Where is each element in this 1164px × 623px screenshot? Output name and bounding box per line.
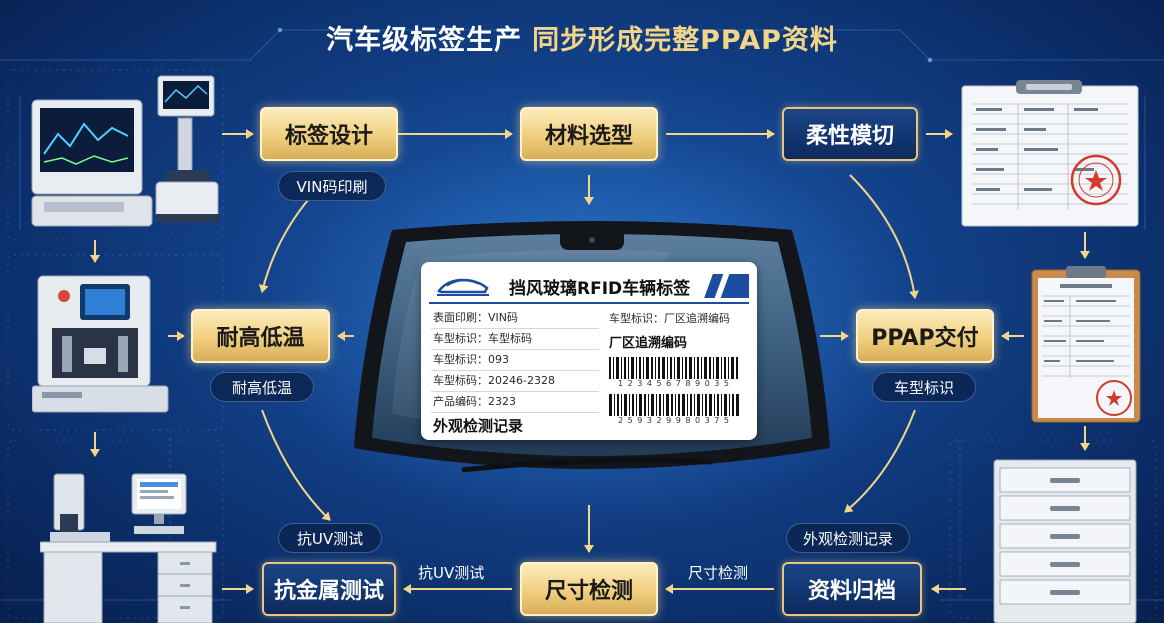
arrow-heat-to-antimetal: [261, 409, 331, 521]
filing-cabinet-icon: [993, 459, 1137, 623]
rfid-field-row: 产品编码：2323: [431, 392, 599, 413]
barcode-2-icon: [609, 394, 739, 416]
rfid-field-row: 车型标码：20246-2328: [431, 371, 599, 392]
sub-vehicle-id: 车型标识: [872, 372, 976, 402]
sub-uv-test-text: 抗UV测试: [296, 529, 364, 548]
node-anti-metal: 抗金属测试: [262, 562, 396, 616]
rfid-label-fields: 表面印刷：VIN码 车型标识：车型标码 车型标识：093 车型标码：20246-…: [431, 308, 599, 439]
barcode-2-number: 2 5 9 3 2 9 9 8 0 3 7 5: [617, 416, 731, 425]
lab-monitor-microscope-icon: [31, 75, 220, 227]
arrow-vin-to-heat: [258, 199, 309, 293]
arrow-vehicleid-to-archive: [844, 409, 916, 513]
rfid-label-title: 挡风玻璃RFID车辆标签: [509, 278, 691, 299]
barcode-1-icon: [609, 357, 738, 379]
node-heat-resist-text: 耐高低温: [216, 326, 305, 351]
rfid-right-line-2: 厂区追溯编码: [609, 336, 688, 351]
rfid-right-line-1: 车型标识：厂区追溯编码: [609, 312, 730, 325]
edge-label-dimension: 尺寸检测: [688, 564, 749, 582]
node-flex-die-cut: 柔性模切: [782, 107, 918, 161]
sub-visual-record-text: 外观检测记录: [802, 529, 893, 548]
node-dimension-check-text: 尺寸检测: [544, 579, 633, 604]
sub-heat-resist: 耐高低温: [210, 372, 314, 402]
ppap-form-clipboard-icon: [961, 80, 1139, 227]
node-anti-metal-text: 抗金属测试: [273, 579, 384, 604]
rfid-label-card: 挡风玻璃RFID车辆标签 表面印刷：VIN码 车型标识：车型标码 车型标识：09…: [421, 262, 757, 440]
arrow-diecut-to-ppap: [849, 174, 919, 299]
barcode-1-number: 1 2 3 4 5 6 7 8 9 0 3 5: [617, 379, 731, 388]
measuring-workstation-icon: [40, 473, 217, 623]
sub-vehicle-id-text: 车型标识: [893, 378, 954, 397]
node-heat-resist: 耐高低温: [191, 309, 330, 363]
rfid-label-stripe: [703, 274, 749, 298]
rfid-field-row-visual: 外观检测记录: [433, 417, 524, 435]
rfid-field-row: 表面印刷：VIN码: [431, 308, 599, 329]
sub-vin-print-text: VIN码印刷: [296, 177, 368, 196]
node-flex-die-cut-text: 柔性模切: [805, 124, 894, 149]
stamped-report-clipboard-icon: [1031, 266, 1141, 423]
sub-vin-print: VIN码印刷: [278, 171, 386, 201]
sub-uv-test: 抗UV测试: [278, 523, 382, 553]
node-material-select-text: 材料选型: [544, 124, 633, 149]
node-material-select: 材料选型: [520, 107, 658, 161]
rfid-label-barcode-area: 车型标识：厂区追溯编码 厂区追溯编码 1 2 3: [609, 308, 749, 425]
title-part-1: 汽车级标签生产: [326, 25, 523, 56]
node-dimension-check: 尺寸检测: [520, 562, 658, 616]
title-part-2: 同步形成完整PPAP资料: [532, 25, 838, 56]
test-chamber-icon: [32, 275, 169, 413]
rfid-field-row: 车型标识：车型标码: [431, 329, 599, 350]
sub-heat-resist-text: 耐高低温: [231, 378, 292, 397]
sub-visual-record: 外观检测记录: [786, 523, 910, 553]
node-ppap-delivery: PPAP交付: [856, 309, 994, 363]
rfid-label-header: 挡风玻璃RFID车辆标签: [429, 270, 749, 304]
rfid-field-row: 车型标识：093: [431, 350, 599, 371]
node-archive-text: 资料归档: [807, 579, 896, 604]
node-label-design-text: 标签设计: [284, 124, 373, 149]
node-ppap-delivery-text: PPAP交付: [871, 326, 979, 351]
page-title: 汽车级标签生产同步形成完整PPAP资料: [0, 18, 1164, 57]
car-logo-icon: [437, 278, 489, 296]
node-label-design: 标签设计: [260, 107, 398, 161]
edge-label-uv-test: 抗UV测试: [418, 564, 485, 582]
rfid-label-body: 表面印刷：VIN码 车型标识：车型标码 车型标识：093 车型标码：20246-…: [431, 308, 749, 436]
node-archive: 资料归档: [782, 562, 922, 616]
